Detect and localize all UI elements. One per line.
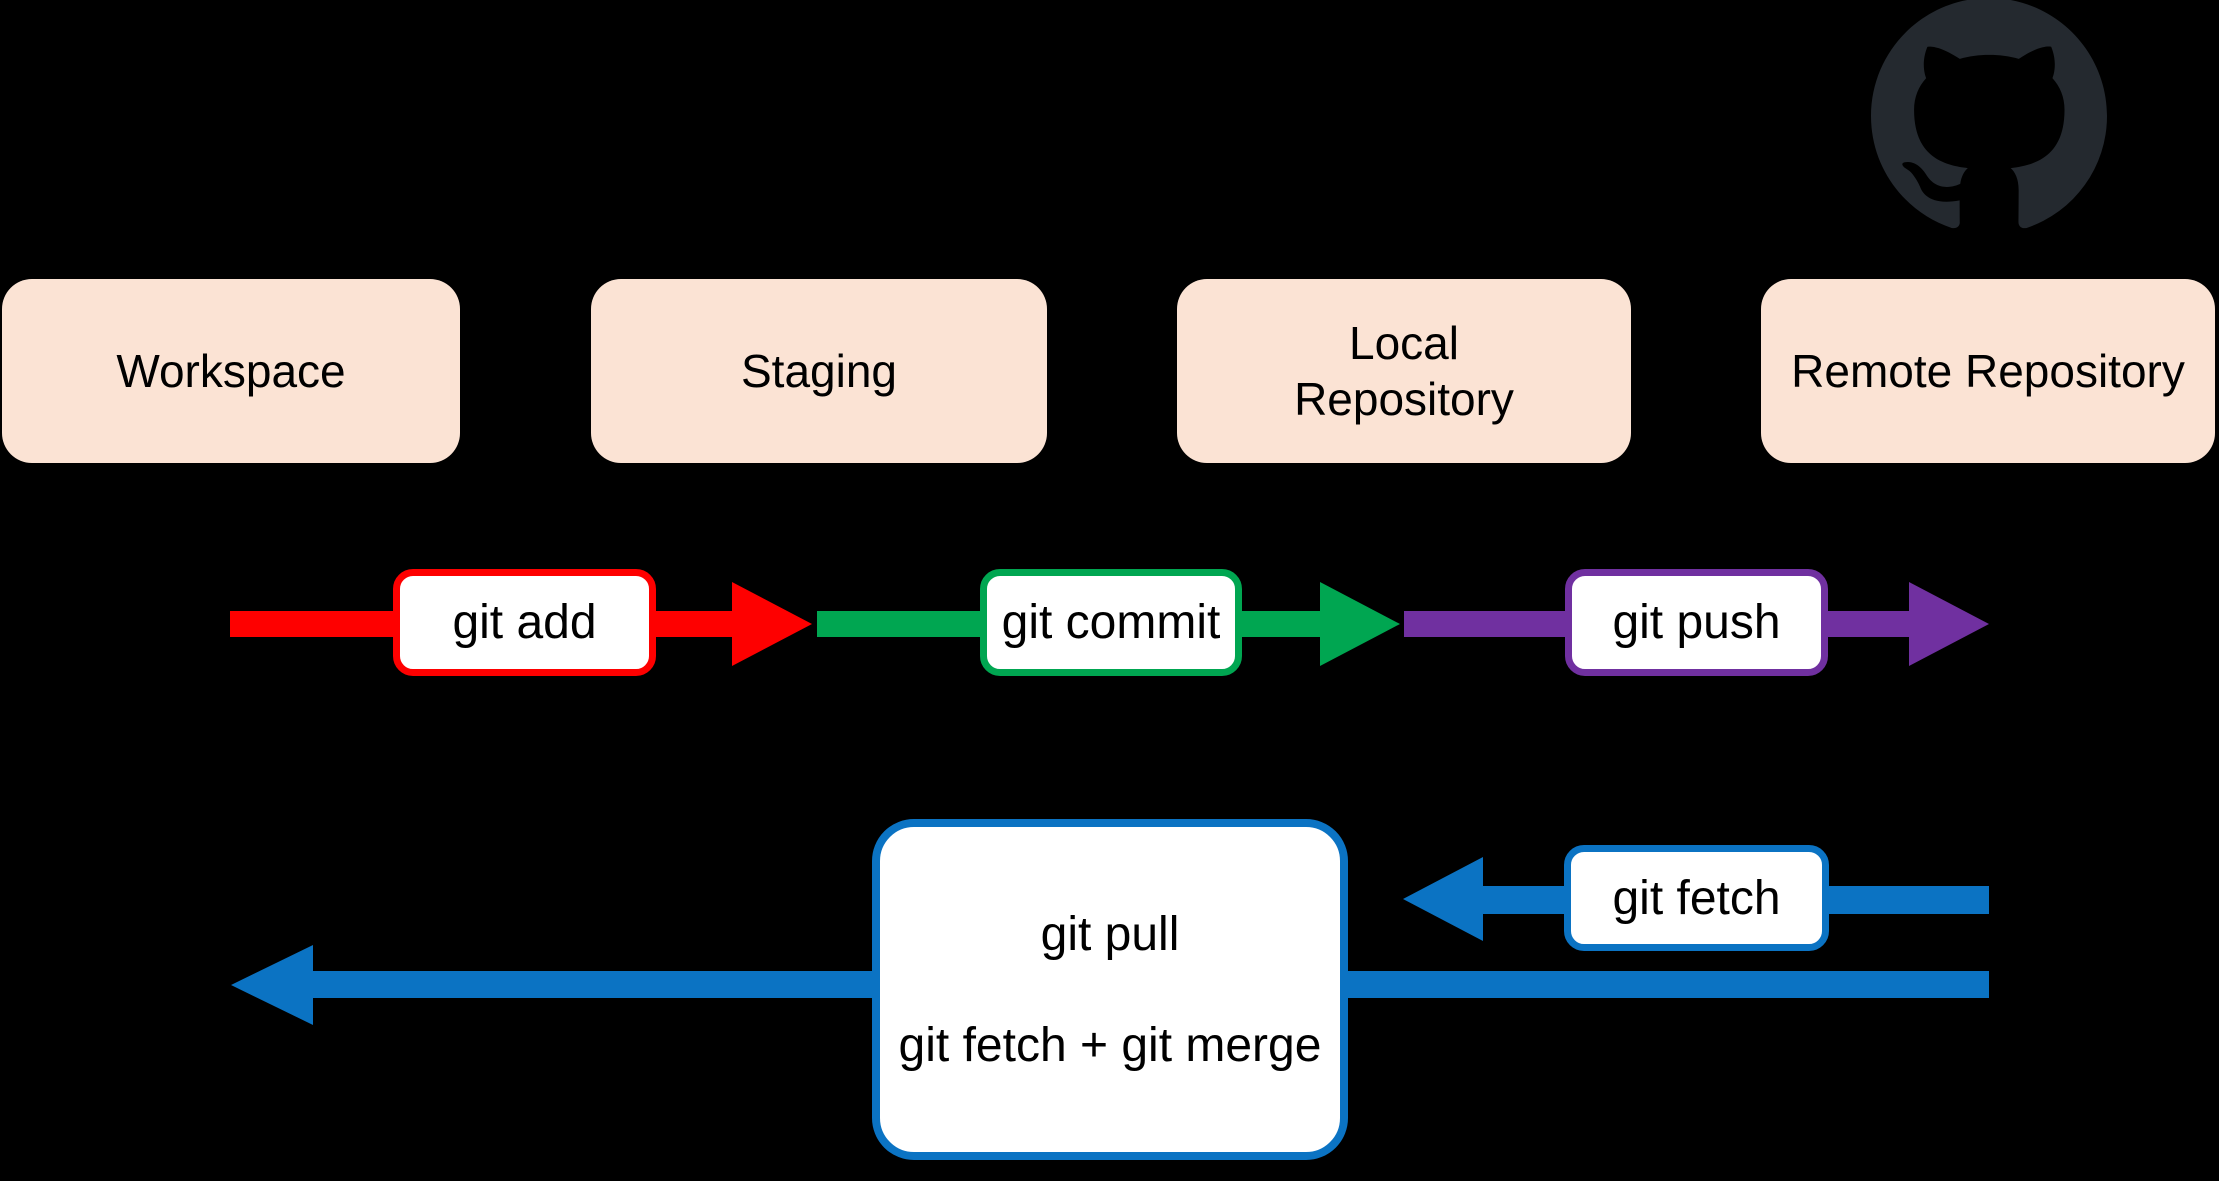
git-commit-arrowhead-icon <box>1320 582 1400 666</box>
git-pull-arrowhead-icon <box>231 945 313 1025</box>
git-pull-label: git pull <box>1040 907 1180 961</box>
command-box-git-push: git push <box>1565 569 1828 676</box>
command-box-git-pull: git pull git fetch + git merge <box>872 819 1348 1160</box>
command-box-git-add: git add <box>393 569 656 676</box>
git-push-arrowhead-icon <box>1909 582 1989 666</box>
git-fetch-arrowhead-icon <box>1403 857 1483 941</box>
command-box-git-fetch: git fetch <box>1564 845 1829 951</box>
git-add-arrowhead-icon <box>732 582 812 666</box>
stage-box-workspace: Workspace <box>2 279 460 463</box>
stage-box-staging: Staging <box>591 279 1047 463</box>
github-logo-icon <box>1871 0 2107 229</box>
command-box-git-commit: git commit <box>980 569 1242 676</box>
stage-box-local-repository: Local Repository <box>1177 279 1631 463</box>
stage-box-remote-repository: Remote Repository <box>1761 279 2215 463</box>
git-pull-expansion-label: git fetch + git merge <box>898 1018 1322 1072</box>
